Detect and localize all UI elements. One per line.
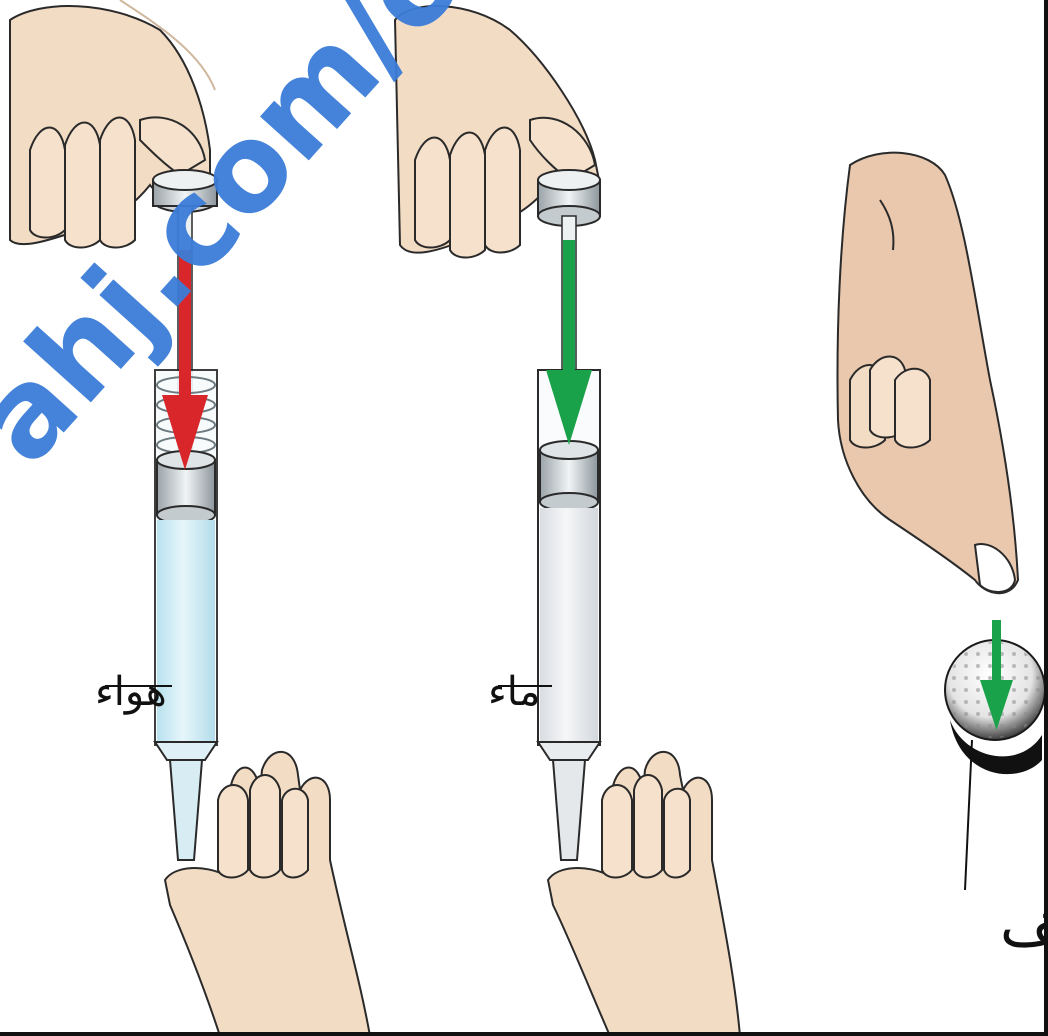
golf-ball-label-leader — [965, 740, 972, 890]
water-label: ماء — [488, 669, 540, 715]
air-label: هواء — [95, 669, 167, 715]
hand-icon — [838, 153, 1019, 594]
golf-ball-label: كرةُ الغولف — [1000, 891, 1048, 960]
golf-ball-group: كرةُ الغولف — [838, 153, 1048, 960]
water-syringe-group: ماء — [395, 6, 740, 1036]
